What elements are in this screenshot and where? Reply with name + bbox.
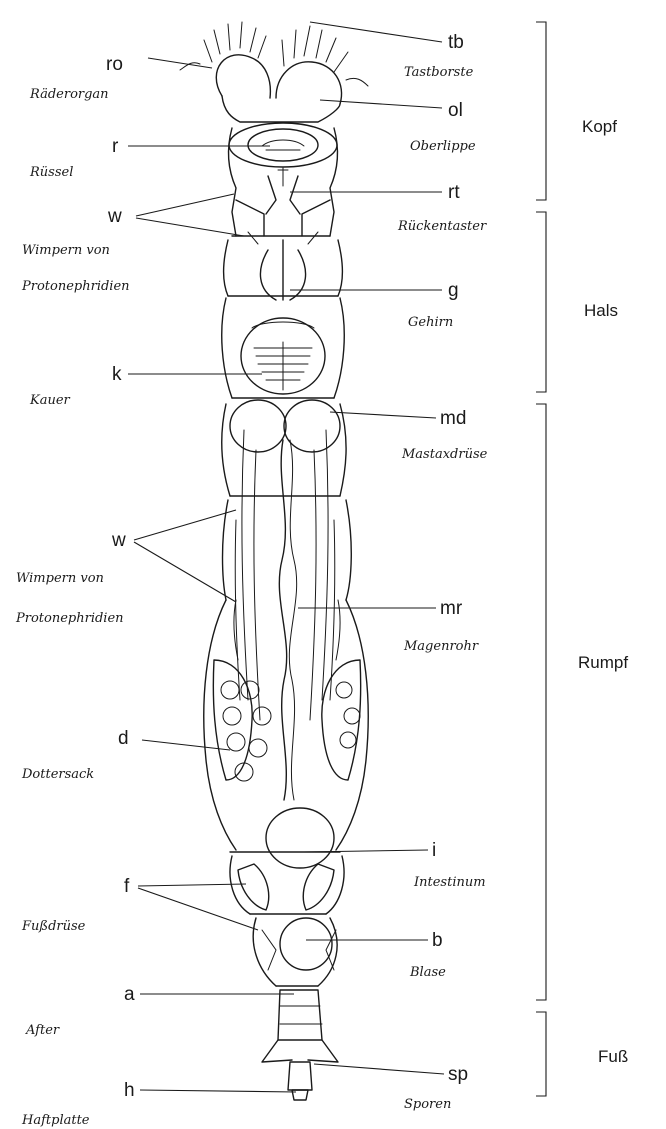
foot-segment <box>262 990 338 1100</box>
label-tb: tb Tastborste <box>404 32 474 80</box>
region-label-kopf: Kopf <box>582 117 617 136</box>
label-mr: mr Magenrohr <box>403 598 479 654</box>
label-abbr-a: a <box>124 984 135 1005</box>
label-abbr-r: r <box>112 136 119 157</box>
label-name-after: After <box>25 1023 60 1038</box>
label-name-ruessel: Rüssel <box>29 165 73 180</box>
label-abbr-tb: tb <box>448 32 464 53</box>
label-name-gehirn: Gehirn <box>408 315 453 330</box>
label-name-intestinum: Intestinum <box>413 875 486 890</box>
label-abbr-f: f <box>124 876 130 897</box>
corona <box>180 22 368 104</box>
label-abbr-h: h <box>124 1080 135 1101</box>
label-h: h Haftplatte <box>21 1080 135 1128</box>
label-abbr-rt: rt <box>448 182 460 203</box>
label-name-magenrohr: Magenrohr <box>403 639 479 654</box>
label-abbr-mr: mr <box>440 598 463 619</box>
region-label-fuss: Fuß <box>598 1047 628 1066</box>
label-a: a After <box>25 984 135 1038</box>
label-abbr-ro: ro <box>106 54 123 75</box>
label-ol: ol Oberlippe <box>410 100 476 154</box>
trunk-segment <box>204 400 368 868</box>
label-name-wimpern-upper-1: Wimpern von <box>22 243 110 258</box>
leader-lines <box>128 22 444 1092</box>
label-b: b Blase <box>409 930 446 980</box>
label-abbr-d: d <box>118 728 129 749</box>
label-abbr-i: i <box>432 840 436 861</box>
label-k: k Kauer <box>29 364 122 408</box>
label-rt: rt Rückentaster <box>397 182 487 234</box>
label-name-kauer: Kauer <box>29 393 71 408</box>
label-abbr-b: b <box>432 930 443 951</box>
label-name-blase: Blase <box>409 965 446 980</box>
posterior-trunk <box>230 852 344 986</box>
rotifer-body <box>180 22 368 1100</box>
label-name-sporen: Sporen <box>404 1097 451 1112</box>
label-name-mastaxdruese: Mastaxdrüse <box>401 447 488 462</box>
label-i: i Intestinum <box>413 840 486 890</box>
label-r: r Rüssel <box>29 136 119 180</box>
label-f: f Fußdrüse <box>21 876 130 934</box>
label-abbr-k: k <box>112 364 122 385</box>
label-name-tastborste: Tastborste <box>404 65 474 80</box>
head-segment <box>222 96 340 244</box>
label-name-oberlippe: Oberlippe <box>410 139 476 154</box>
label-name-wimpern-lower-2: Protonephridien <box>15 611 124 626</box>
label-name-fussdruese: Fußdrüse <box>21 919 86 934</box>
label-name-raederorgan: Räderorgan <box>29 87 109 102</box>
label-g: g Gehirn <box>408 280 459 330</box>
label-abbr-ol: ol <box>448 100 463 121</box>
label-abbr-w-lower: w <box>111 530 126 551</box>
label-name-wimpern-upper-2: Protonephridien <box>21 279 130 294</box>
label-d: d Dottersack <box>21 728 129 782</box>
region-label-hals: Hals <box>584 301 618 320</box>
label-abbr-md: md <box>440 408 466 429</box>
label-abbr-w-upper: w <box>107 206 122 227</box>
label-ro: ro Räderorgan <box>29 54 123 102</box>
label-name-rueckentaster: Rückentaster <box>397 219 487 234</box>
label-w-lower: w Wimpern von Protonephridien <box>15 530 126 626</box>
label-name-dottersack: Dottersack <box>21 767 94 782</box>
label-md: md Mastaxdrüse <box>401 408 488 462</box>
label-name-haftplatte: Haftplatte <box>21 1113 90 1128</box>
label-abbr-sp: sp <box>448 1064 468 1085</box>
region-label-rumpf: Rumpf <box>578 653 628 672</box>
label-w-upper: w Wimpern von Protonephridien <box>21 206 130 294</box>
label-abbr-g: g <box>448 280 459 301</box>
label-name-wimpern-lower-1: Wimpern von <box>16 571 104 586</box>
region-brackets <box>536 22 546 1096</box>
